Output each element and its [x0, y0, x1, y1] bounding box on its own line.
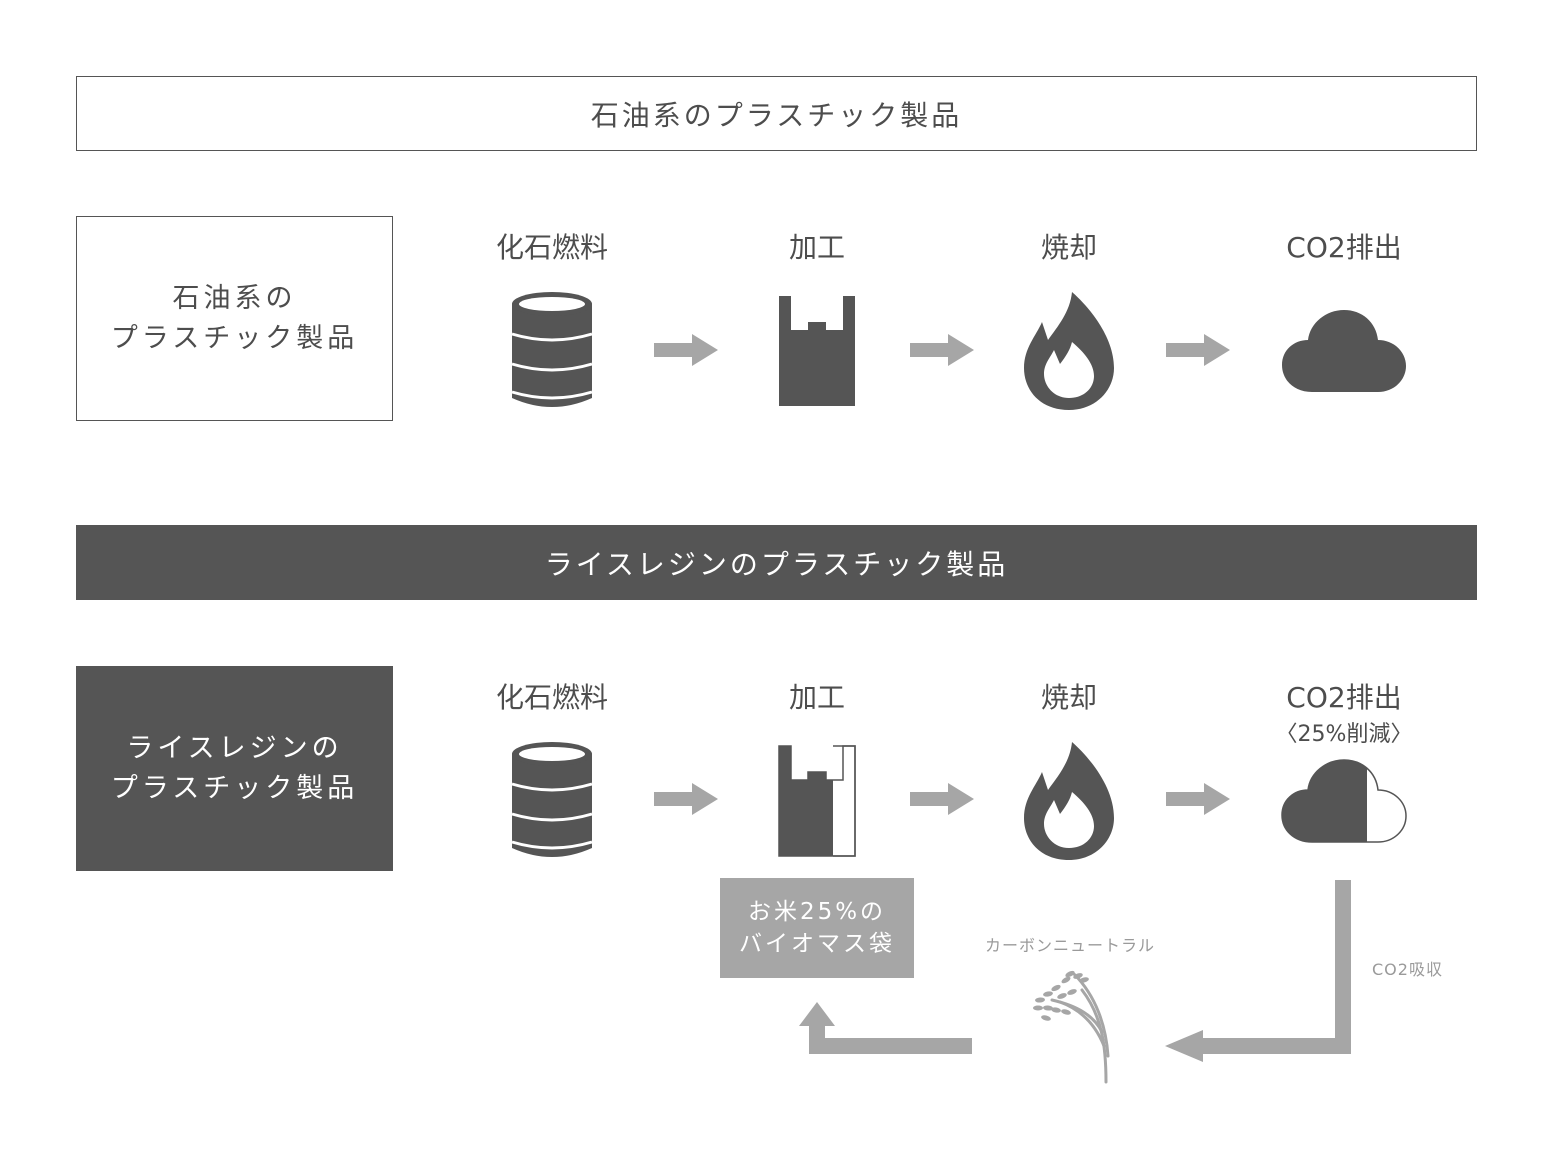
plastic-bag-icon [778, 745, 856, 857]
arrow-right-icon [1166, 334, 1230, 366]
arrow-right-icon [654, 334, 718, 366]
co2-absorb-arrow [1165, 880, 1351, 1062]
petroleum-label-line1: 石油系の [172, 282, 297, 314]
rice-biomass-bag-box: お米25%の バイオマス袋 [720, 878, 914, 978]
step-fossil-fuel-label: 化石燃料 [495, 231, 608, 264]
carbon-neutral-label: カーボンニュートラル [984, 936, 1155, 955]
cloud-icon [1282, 310, 1406, 392]
step-processing-label: 加工 [788, 681, 845, 714]
petroleum-header: 石油系のプラスチック製品 [76, 76, 1477, 151]
arrow-right-icon [1166, 783, 1230, 815]
step-incineration-label: 焼却 [1040, 231, 1097, 264]
fire-icon [1024, 742, 1114, 860]
step-incineration-label: 焼却 [1040, 681, 1097, 714]
rice-resin-label-line2: プラスチック製品 [110, 772, 359, 804]
step-co2-emission-label: CO2排出 [1286, 231, 1402, 264]
petroleum-header-title: 石油系のプラスチック製品 [590, 98, 963, 132]
rice-resin-header-title: ライスレジンのプラスチック製品 [544, 547, 1009, 581]
petroleum-label-box: 石油系の プラスチック製品 [76, 216, 393, 421]
step-fossil-fuel-label: 化石燃料 [495, 681, 608, 714]
fire-icon [1024, 292, 1114, 410]
rice-bag-line1: お米25%の [747, 899, 887, 925]
co2-absorb-label: CO2吸収 [1372, 960, 1443, 979]
reduction-label: 〈25%削減〉 [1275, 722, 1413, 747]
rice-resin-label-line1: ライスレジンの [126, 732, 343, 764]
oil-barrel-icon [511, 742, 593, 857]
arrow-right-icon [654, 783, 718, 815]
return-arrow [799, 1002, 972, 1054]
step-co2-emission-label: CO2排出 [1286, 681, 1402, 714]
rice-resin-header: ライスレジンのプラスチック製品 [76, 525, 1477, 600]
petroleum-label-line2: プラスチック製品 [110, 322, 359, 354]
arrow-right-icon [910, 334, 974, 366]
plastic-bag-icon [779, 296, 855, 406]
rice-plant-icon [1033, 970, 1110, 1084]
step-processing-label: 加工 [788, 231, 845, 264]
rice-bag-line2: バイオマス袋 [739, 931, 895, 957]
carbon-cycle-arrows [799, 880, 1351, 1062]
rice-resin-label-box: ライスレジンの プラスチック製品 [76, 666, 393, 871]
arrow-right-icon [910, 783, 974, 815]
oil-barrel-icon [511, 292, 593, 407]
cloud-icon [1281, 759, 1407, 843]
